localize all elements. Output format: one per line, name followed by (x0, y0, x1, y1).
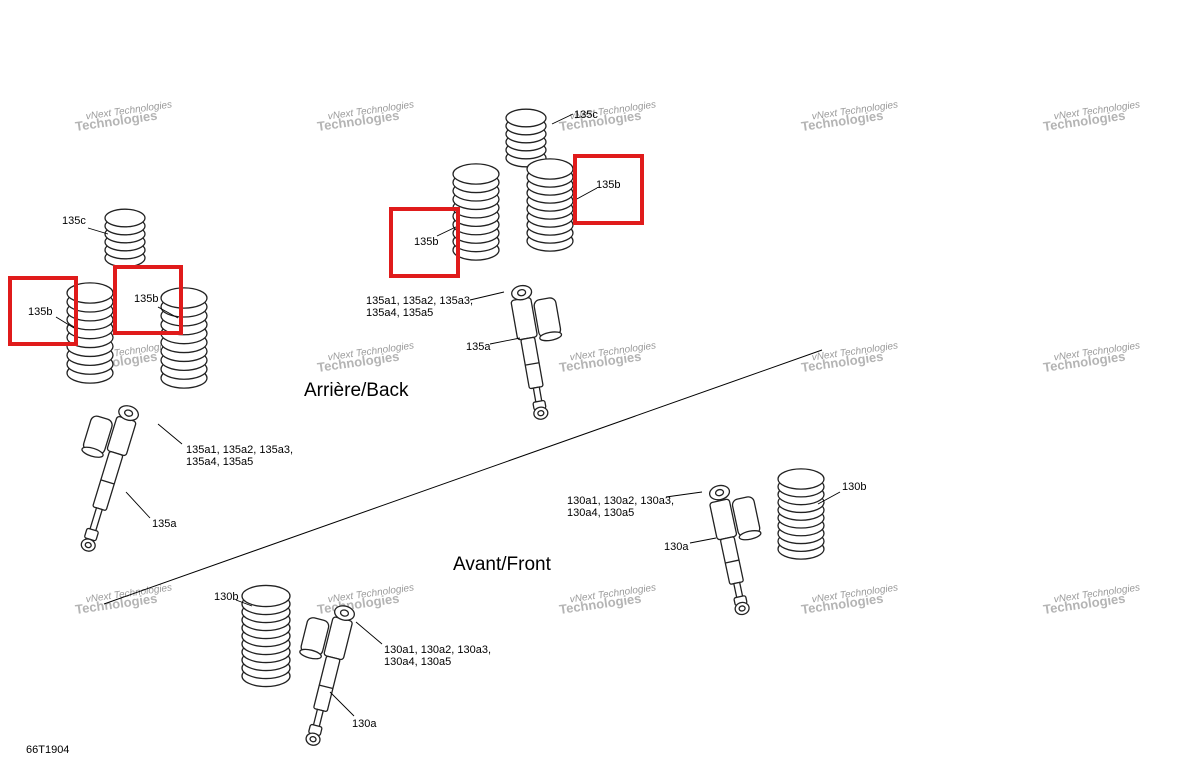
label-rear-left-135a: 135a (152, 518, 177, 530)
section-divider-line (103, 349, 823, 605)
label-front-left-variants-line2: 130a4, 130a5 (384, 656, 451, 668)
rear-left-spring-135b-right[interactable] (160, 287, 208, 389)
label-rear-center-135b-1: 135b (414, 236, 438, 248)
label-rear-center-135c: 135c (574, 109, 598, 121)
rear-center-spring-135b-right[interactable] (526, 158, 574, 252)
section-title-rear: Arrière/Back (304, 380, 409, 401)
rear-left-assembly: 135c 135b 135b 135a1, 135a2, 135a3, 135a… (28, 208, 293, 553)
label-rear-center-variants-line1: 135a1, 135a2, 135a3, (366, 295, 473, 307)
front-right-assembly: 130b 130a1, 130a2, 130a3, 130a4, 130a5 1… (567, 468, 866, 616)
label-rear-left-135c: 135c (62, 215, 86, 227)
label-front-right-variants-line2: 130a4, 130a5 (567, 507, 634, 519)
label-rear-center-135b-2: 135b (596, 179, 620, 191)
label-rear-left-variants-line2: 135a4, 135a5 (186, 456, 253, 468)
front-left-assembly: 130b 130a1, 130a2, 130a3, 130a4, 130a5 1… (214, 584, 491, 747)
label-rear-left-135b-2: 135b (134, 293, 158, 305)
rear-left-spring-135c[interactable] (104, 208, 146, 268)
front-right-shock-130a[interactable] (706, 479, 776, 616)
label-front-right-130a: 130a (664, 541, 689, 553)
label-front-right-130b: 130b (842, 481, 866, 493)
label-front-left-130a: 130a (352, 718, 377, 730)
label-rear-center-135a: 135a (466, 341, 491, 353)
front-left-shock-130a[interactable] (279, 598, 356, 747)
label-front-left-130b: 130b (214, 591, 238, 603)
figure-id: 66T1904 (26, 744, 69, 756)
highlight-box-rear-center-135b-2 (573, 154, 644, 225)
label-rear-left-variants-line1: 135a1, 135a2, 135a3, (186, 444, 293, 456)
label-rear-center-variants-line2: 135a4, 135a5 (366, 307, 433, 319)
rear-center-spring-135b-left[interactable] (452, 163, 500, 261)
highlight-box-rear-left-135b-1 (8, 276, 78, 346)
front-left-spring-130b[interactable] (241, 584, 291, 688)
highlight-box-rear-left-135b-2 (113, 265, 183, 335)
rear-center-spring-135c[interactable] (505, 108, 547, 168)
rear-center-shock-135a[interactable] (509, 280, 576, 421)
label-rear-left-135b-1: 135b (28, 306, 52, 318)
label-front-right-variants-line1: 130a1, 130a2, 130a3, (567, 495, 674, 507)
front-right-spring-130b[interactable] (777, 468, 825, 560)
rear-left-shock-135a[interactable] (54, 396, 140, 553)
section-title-front: Avant/Front (453, 554, 552, 575)
rear-center-assembly: 135c 135b 135b 135a1, 135a2, 135a3, 135a… (366, 108, 620, 421)
label-front-left-variants-line1: 130a1, 130a2, 130a3, (384, 644, 491, 656)
highlight-box-rear-center-135b-1 (389, 207, 460, 278)
rear-left-spring-135b-left[interactable] (66, 282, 114, 384)
